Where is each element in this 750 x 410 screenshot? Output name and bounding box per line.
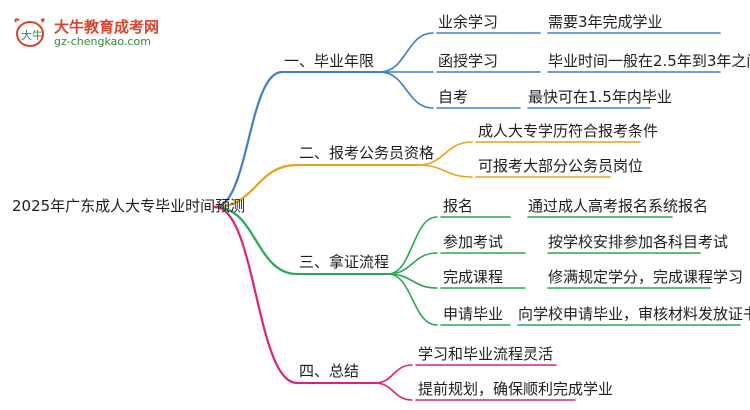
process-step-label: 申请毕业 bbox=[443, 305, 504, 323]
branch-to-leaf-connector bbox=[379, 32, 434, 73]
process-step-detail: 按学校安排参加各科目考试 bbox=[548, 233, 729, 251]
branch-to-leaf-connector bbox=[387, 216, 438, 275]
root-to-branch-connector bbox=[213, 205, 299, 385]
logo-name: 大牛教育成考网 bbox=[54, 18, 160, 36]
branch-to-leaf-connector bbox=[417, 141, 473, 166]
branch-civil-service: 二、报考公务员资格 bbox=[299, 144, 435, 162]
civil-service-item: 成人大专学历符合报考条件 bbox=[478, 122, 659, 140]
branch-certificate-process: 三、拿证流程 bbox=[299, 253, 390, 271]
summary-item: 提前规划，确保顺利完成学业 bbox=[418, 380, 614, 398]
duration-item-label: 业余学习 bbox=[438, 13, 499, 31]
branch-to-leaf-connector bbox=[417, 164, 473, 178]
duration-item-detail: 需要3年完成学业 bbox=[548, 13, 663, 31]
site-logo[interactable]: 大牛 大牛教育成考网 gz-chengkao.com bbox=[12, 16, 202, 50]
civil-service-item: 可报考大部分公务员岗位 bbox=[478, 157, 644, 175]
process-step-detail: 修满规定学分，完成课程学习 bbox=[548, 268, 744, 286]
process-step-label: 报名 bbox=[443, 197, 474, 215]
bull-logo-icon: 大牛 bbox=[14, 18, 45, 47]
branch-to-leaf-connector bbox=[374, 364, 413, 384]
branch-to-leaf-connector bbox=[387, 273, 438, 326]
root-to-branch-connector bbox=[213, 70, 284, 209]
root-to-branch-connector bbox=[213, 205, 299, 276]
logo-url: gz-chengkao.com bbox=[54, 35, 151, 48]
process-step-label: 参加考试 bbox=[443, 233, 504, 251]
branch-summary: 四、总结 bbox=[299, 362, 360, 380]
duration-item-detail: 毕业时间一般在2.5年到3年之间 bbox=[548, 52, 750, 70]
root-to-branch-connector bbox=[213, 163, 299, 209]
branch-to-leaf-connector bbox=[374, 382, 413, 401]
logo-mark-text: 大牛 bbox=[21, 28, 43, 42]
branch-duration: 一、毕业年限 bbox=[284, 52, 375, 70]
duration-item-label: 函授学习 bbox=[438, 52, 499, 70]
duration-item-detail: 最快可在1.5年内毕业 bbox=[528, 88, 672, 106]
duration-item-label: 自考 bbox=[438, 88, 469, 106]
branch-to-leaf-connector bbox=[387, 252, 438, 275]
process-step-detail: 向学校申请毕业，审核材料发放证书 bbox=[518, 305, 750, 323]
branch-to-leaf-connector bbox=[379, 71, 434, 109]
process-step-detail: 通过成人高考报名系统报名 bbox=[528, 197, 709, 215]
root-node: 2025年广东成人大专毕业时间预测 bbox=[12, 197, 246, 215]
summary-item: 学习和毕业流程灵活 bbox=[418, 345, 554, 363]
process-step-label: 完成课程 bbox=[443, 268, 504, 286]
